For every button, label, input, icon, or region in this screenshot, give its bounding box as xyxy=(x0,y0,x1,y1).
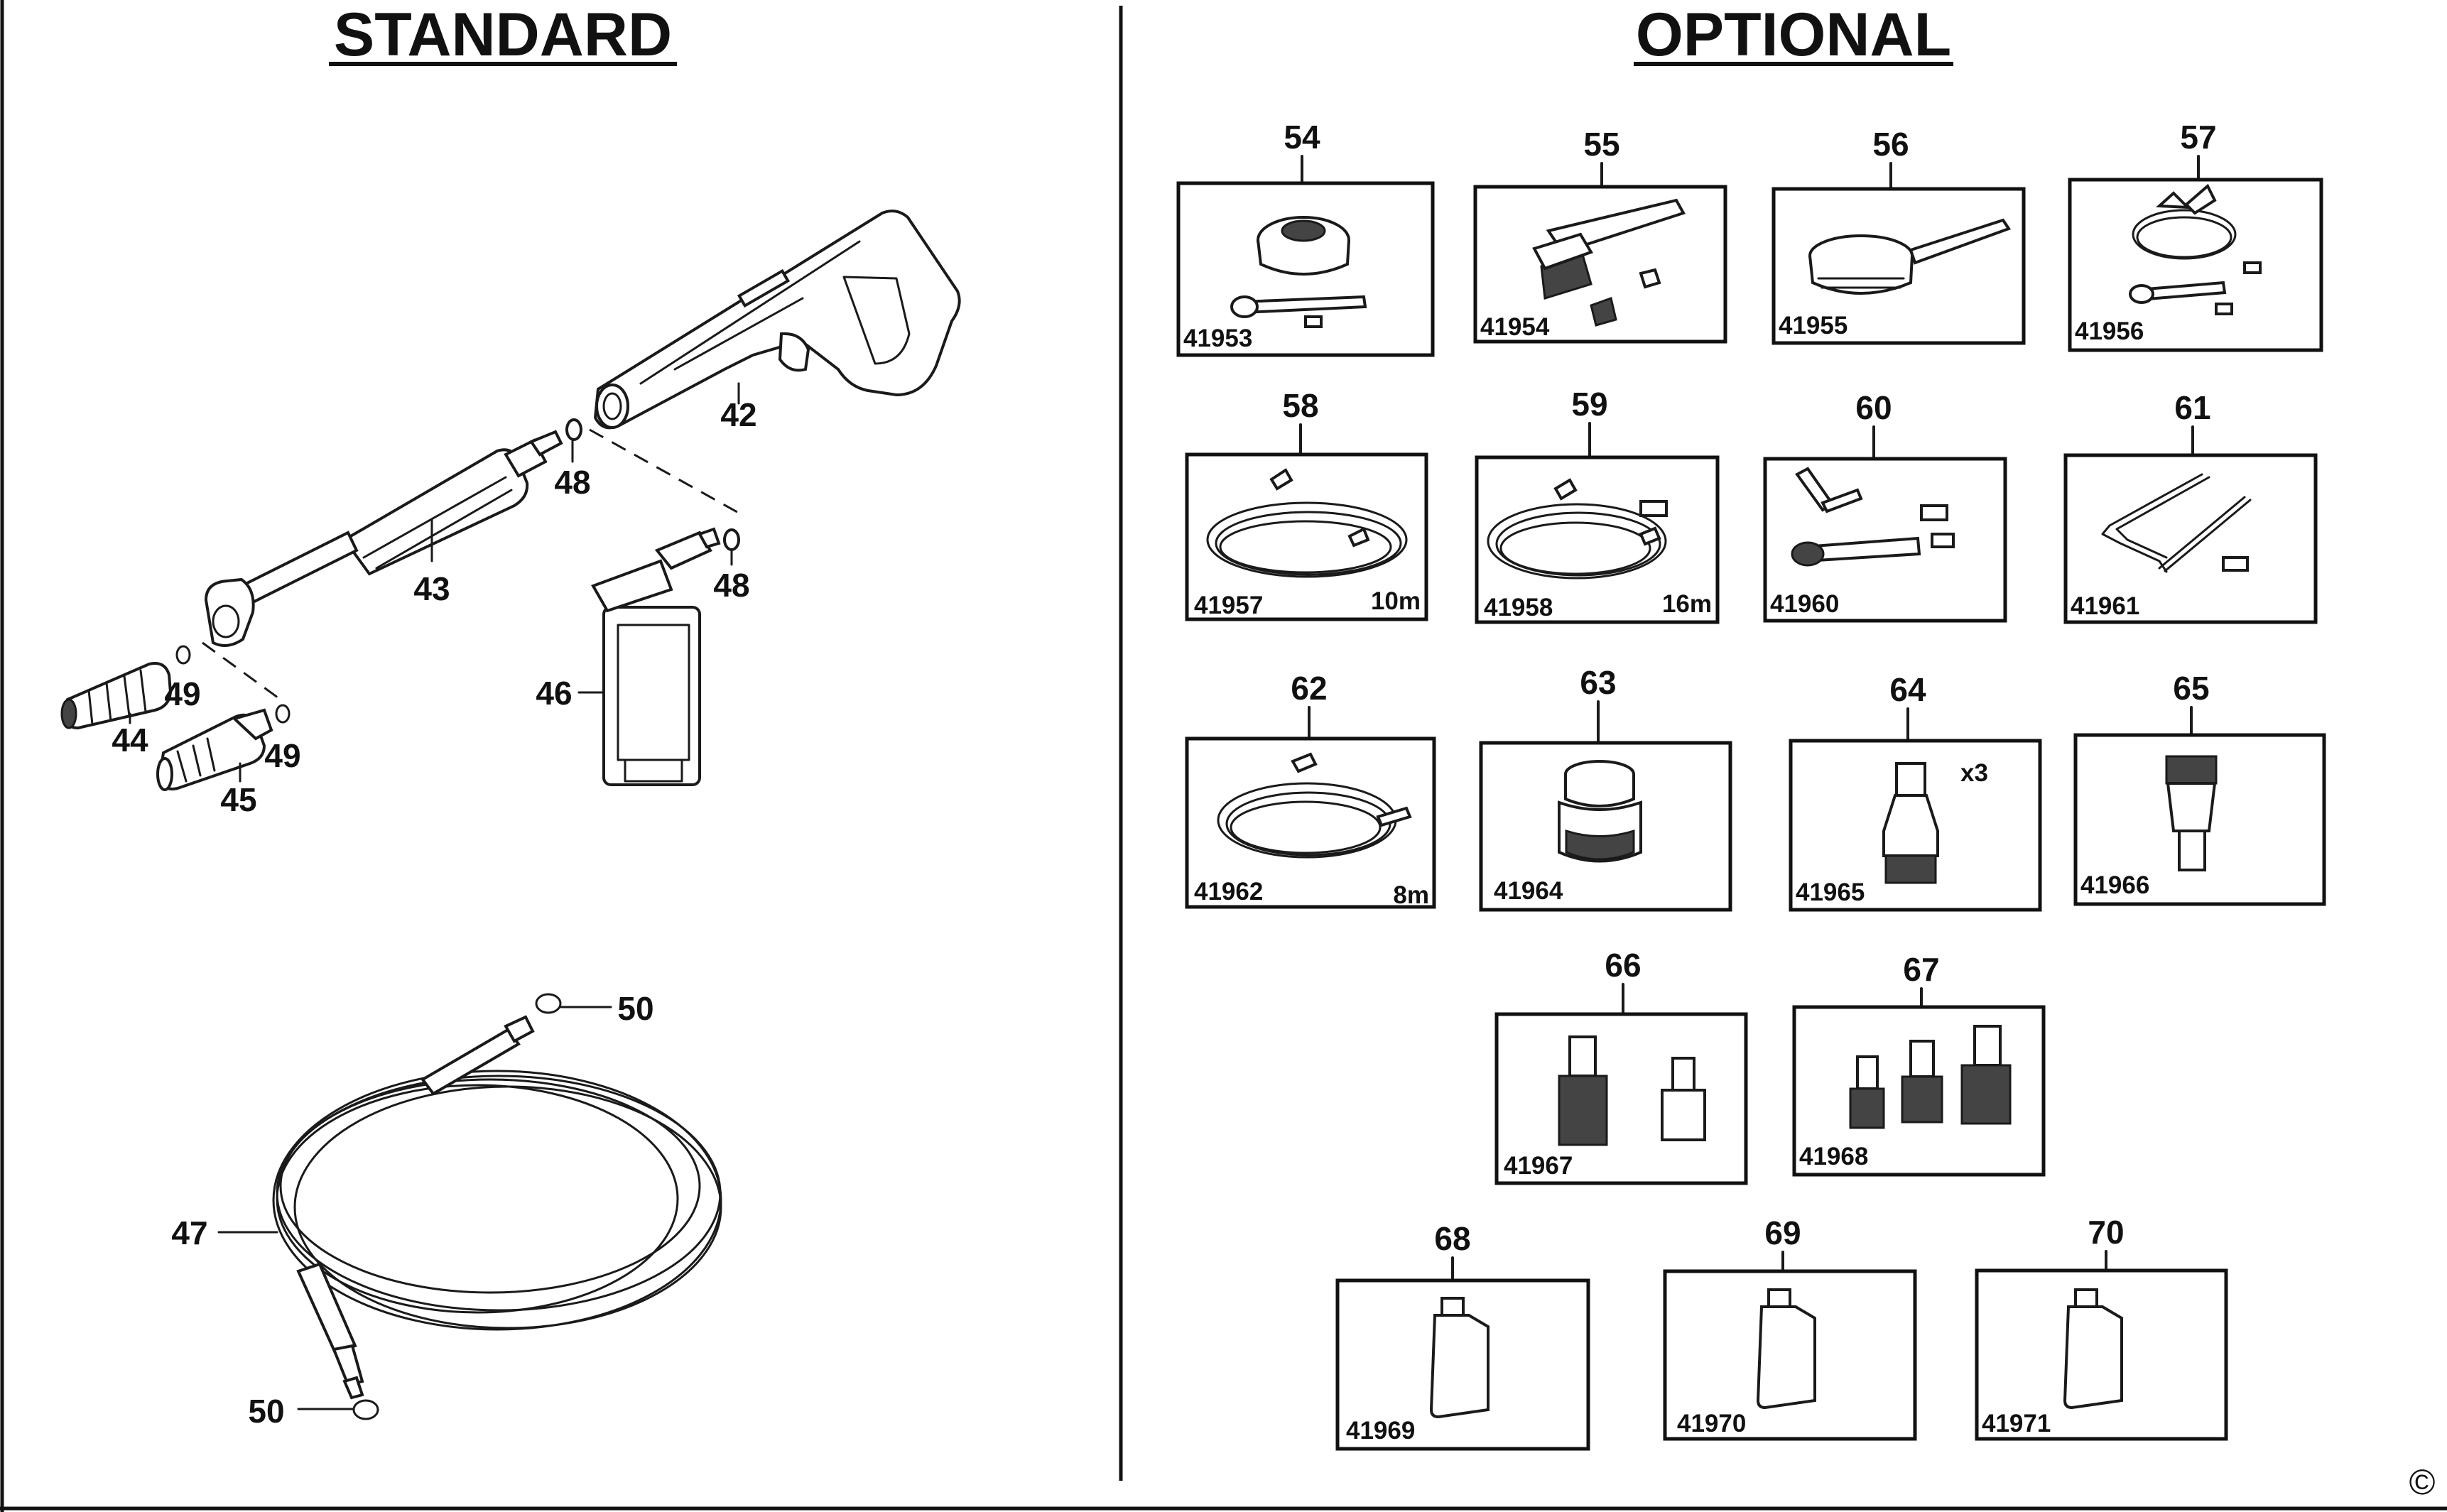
optional-part-62: 62 41962 8m xyxy=(1185,670,1436,909)
part-number: 68 xyxy=(1434,1220,1470,1257)
part-number: 66 xyxy=(1605,947,1641,984)
optional-part-55: 55 41954 xyxy=(1473,126,1727,344)
part-code: 41967 xyxy=(1504,1152,1573,1180)
part-number: 67 xyxy=(1903,951,1939,988)
optional-part-70: 70 41971 xyxy=(1975,1214,2228,1441)
optional-part-61: 61 41961 xyxy=(2063,389,2318,624)
part-number: 60 xyxy=(1855,389,1892,426)
part-number: 69 xyxy=(1764,1214,1801,1251)
part-number: 58 xyxy=(1282,387,1318,424)
part-number: 56 xyxy=(1872,126,1909,163)
part-label-44: 44 xyxy=(112,722,148,758)
optional-part-66: 66 41967 xyxy=(1494,947,1748,1185)
part-code: 41956 xyxy=(2075,317,2144,345)
optional-part-69: 69 41970 xyxy=(1663,1214,1917,1441)
part-code: 41964 xyxy=(1494,877,1563,905)
optional-part-65: 65 41966 xyxy=(2073,670,2326,906)
variable-nozzle-illustration xyxy=(156,708,273,791)
part-code: 41969 xyxy=(1346,1417,1415,1445)
optional-part-60: 60 41960 xyxy=(1763,389,2007,623)
optional-header: OPTIONAL xyxy=(1634,1,1953,69)
part-number: 64 xyxy=(1889,671,1926,708)
part-code: 41958 xyxy=(1484,594,1553,621)
optional-part-64: 64 x3 41965 xyxy=(1789,671,2042,912)
part-code: 41966 xyxy=(2080,871,2149,899)
part-label-49-lower: 49 xyxy=(264,737,300,774)
o-ring-50-upper xyxy=(535,993,562,1014)
turbo-nozzle-illustration xyxy=(60,662,173,730)
part-label-46: 46 xyxy=(536,675,572,712)
part-label-49-upper: 49 xyxy=(164,675,200,712)
part-number: 57 xyxy=(2180,119,2216,156)
part-number: 54 xyxy=(1284,119,1320,156)
part-note: 8m xyxy=(1393,881,1429,909)
part-label-43: 43 xyxy=(413,570,450,607)
part-code: 41970 xyxy=(1677,1410,1746,1437)
part-code: 41961 xyxy=(2071,592,2139,620)
part-code: 41971 xyxy=(1982,1410,2051,1437)
standard-title: STANDARD xyxy=(334,1,672,69)
part-code: 41962 xyxy=(1194,878,1263,905)
spray-gun-illustration xyxy=(593,210,961,430)
o-ring-49-upper xyxy=(175,645,191,665)
standard-header: STANDARD xyxy=(329,1,677,69)
optional-part-63: 63 41964 xyxy=(1479,664,1732,912)
part-number: 70 xyxy=(2088,1214,2124,1251)
part-code: 41960 xyxy=(1770,590,1839,618)
optional-part-59: 59 41958 16m xyxy=(1475,386,1720,624)
optional-part-54: 54 41953 xyxy=(1176,119,1435,357)
part-number: 62 xyxy=(1291,670,1327,707)
lance-illustration xyxy=(204,418,582,647)
part-label-50-lower: 50 xyxy=(248,1393,284,1430)
part-note: x3 xyxy=(1960,759,1988,787)
part-note: 16m xyxy=(1662,590,1712,618)
dashed-link-nozzles xyxy=(202,641,281,701)
part-label-48-upper: 48 xyxy=(554,464,590,501)
optional-part-56: 56 41955 xyxy=(1772,126,2026,345)
part-label-50-upper: 50 xyxy=(617,990,653,1027)
optional-part-68: 68 41969 xyxy=(1335,1220,1590,1451)
part-label-42: 42 xyxy=(720,396,756,433)
part-number: 65 xyxy=(2173,670,2209,707)
part-label-45: 45 xyxy=(220,781,256,818)
part-code: 41953 xyxy=(1183,325,1252,352)
o-ring-50-lower xyxy=(352,1399,379,1420)
high-pressure-hose-illustration xyxy=(272,1015,722,1400)
part-code: 41957 xyxy=(1194,592,1263,619)
optional-part-67: 67 41968 xyxy=(1792,951,2046,1177)
part-box xyxy=(2063,453,2318,624)
part-label-48-lower: 48 xyxy=(713,567,749,604)
part-box xyxy=(1475,455,1720,624)
part-number: 61 xyxy=(2174,389,2210,426)
optional-title: OPTIONAL xyxy=(1636,1,1951,69)
detergent-bottle-illustration xyxy=(591,527,740,786)
part-number: 55 xyxy=(1583,126,1619,163)
dashed-link-gun-bottle xyxy=(589,428,743,516)
part-code: 41954 xyxy=(1480,313,1550,341)
copyright-symbol: © xyxy=(2409,1462,2436,1502)
part-code: 41955 xyxy=(1779,312,1848,339)
part-code: 41968 xyxy=(1799,1143,1868,1170)
part-label-47: 47 xyxy=(171,1214,207,1251)
part-number: 59 xyxy=(1571,386,1607,423)
part-note: 10m xyxy=(1371,587,1421,615)
o-ring-49-lower xyxy=(275,704,291,724)
optional-part-57: 57 41956 xyxy=(2068,119,2323,352)
part-code: 41965 xyxy=(1796,879,1865,906)
optional-part-58: 58 41957 10m xyxy=(1185,387,1428,621)
part-number: 63 xyxy=(1580,664,1616,701)
